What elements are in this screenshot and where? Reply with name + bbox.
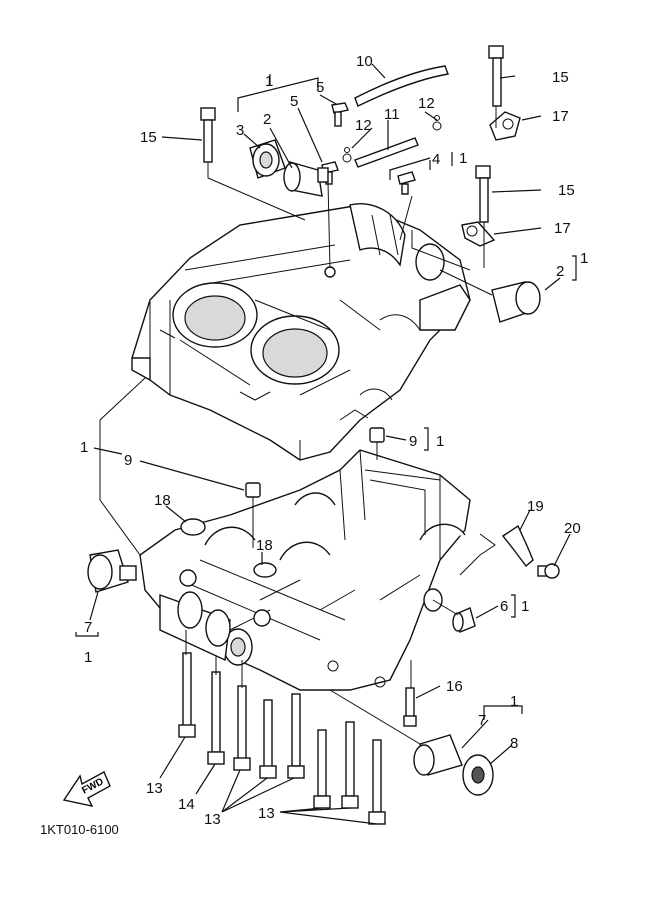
drawing-code: 1KT010-6100 — [40, 822, 119, 837]
callout-3: 3 — [236, 122, 244, 139]
bearing-part-2-top — [283, 161, 329, 197]
callout-19: 19 — [527, 498, 544, 515]
callout-18b: 18 — [256, 537, 273, 554]
callout-6-qty: 1 — [521, 598, 529, 615]
callout-8: 8 — [510, 735, 518, 752]
callout-15b: 15 — [140, 129, 157, 146]
callout-7-right: 7 — [478, 712, 486, 729]
leader-lines — [75, 63, 577, 825]
callout-11: 11 — [384, 106, 400, 123]
callout-1-left: 1 — [80, 439, 88, 456]
callout-9a: 9 — [409, 433, 417, 450]
callout-9b: 9 — [124, 452, 132, 469]
callout-14: 14 — [178, 796, 195, 813]
callout-7-left-qty: 1 — [84, 649, 92, 666]
bearing-part-2-right — [491, 281, 541, 323]
bushing-part-6 — [452, 607, 476, 633]
nipple-part-4 — [397, 171, 416, 195]
callout-18a: 18 — [154, 492, 171, 509]
bracket-part-17 — [461, 111, 521, 247]
bolt-part-20 — [537, 563, 560, 579]
callout-1-top: 1 — [265, 73, 273, 90]
callout-5a: 5 — [316, 79, 324, 96]
callout-6: 6 — [500, 598, 508, 615]
pipe-part-11 — [354, 137, 419, 168]
callout-4-qty: 1 — [459, 150, 467, 167]
callout-2-right-qty: 1 — [580, 250, 588, 267]
callout-13b: 13 — [204, 811, 221, 828]
bracket-part-19 — [501, 524, 534, 568]
seal-part-8 — [462, 754, 494, 796]
bolt-set-part-13-14 — [178, 652, 386, 825]
callout-13c: 13 — [258, 805, 275, 822]
callout-5b: 5 — [290, 93, 298, 110]
callout-2-right: 2 — [556, 263, 564, 280]
callout-2: 2 — [263, 111, 271, 128]
bolt-part-16 — [403, 687, 417, 727]
lower-crankcase — [139, 449, 471, 691]
callout-15a: 15 — [552, 69, 569, 86]
hose-part-10 — [354, 65, 449, 107]
callout-7-right-qty: 1 — [510, 693, 518, 710]
callout-9a-qty: 1 — [436, 433, 444, 450]
callout-10: 10 — [356, 53, 373, 70]
seal-part-3 — [249, 139, 286, 179]
callout-13a: 13 — [146, 780, 163, 797]
callout-7-left: 7 — [84, 619, 92, 636]
fwd-arrow-badge: FWD — [62, 771, 111, 807]
bearing-part-7-right — [413, 734, 463, 776]
callout-15c: 15 — [558, 182, 575, 199]
bearing-part-7-left — [87, 549, 137, 593]
callout-17b: 17 — [554, 220, 571, 237]
callout-17a: 17 — [552, 108, 569, 125]
callout-12a: 12 — [418, 95, 435, 112]
o-ring-part-18 — [180, 518, 277, 578]
callout-labels: 1 5 5 10 15 11 12 17 12 15 3 2 4 1 15 17… — [80, 53, 588, 828]
callout-20: 20 — [564, 520, 581, 537]
dowel-part-9 — [245, 427, 385, 498]
callout-16: 16 — [446, 678, 463, 695]
callout-12b: 12 — [355, 117, 372, 134]
bolt-part-15 — [200, 45, 504, 223]
upper-crankcase — [131, 203, 471, 461]
callout-4: 4 — [432, 151, 440, 168]
